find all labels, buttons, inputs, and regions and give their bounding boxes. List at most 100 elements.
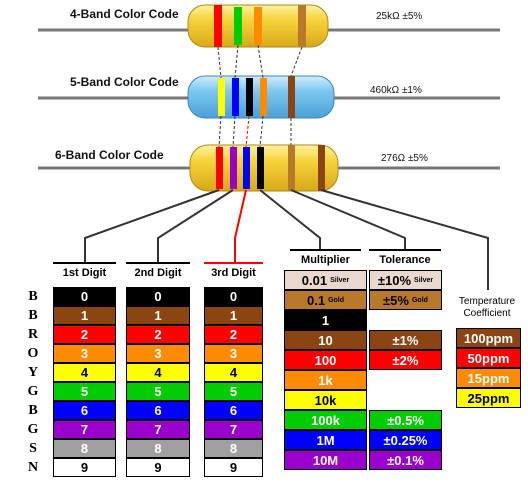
color-letter-yellow: Y [27, 365, 39, 380]
cell-label: ±10% [377, 272, 412, 288]
temperature-cell: 50ppm [456, 348, 521, 368]
cell-label: 9 [229, 460, 238, 475]
cell-label: ±0.1% [387, 452, 424, 468]
color-letter-green: G [27, 384, 39, 399]
color-letter-silver: S [29, 441, 37, 456]
digit-cell-2: 2 [204, 325, 263, 344]
band-violet [230, 147, 237, 189]
cell-label: 6 [154, 403, 162, 418]
multiplier-cell: 1 [284, 310, 367, 330]
digit-cell-8: 8 [53, 439, 116, 458]
cell-label: 3 [229, 346, 238, 361]
multiplier-cell: 10M [284, 450, 367, 470]
header-underlines [53, 249, 441, 264]
header-temperature-coefficient: Temperature Coefficient [449, 296, 525, 320]
cell-label: 2 [80, 327, 89, 342]
band-gold [288, 145, 295, 191]
resistor-4-band: 4-Band Color Code 25kΩ ±5% [38, 4, 500, 48]
cell-label: 0.01 [301, 272, 328, 288]
cell-label: 100ppm [463, 330, 514, 346]
cell-label: 8 [229, 441, 238, 456]
color-letter-blue: B [28, 403, 38, 418]
cell-label: 2 [229, 327, 238, 342]
multiplier-cell: 100 [284, 350, 367, 370]
header-multiplier: Multiplier [301, 254, 350, 266]
band-gold [298, 5, 306, 47]
digit-cell-1: 1 [204, 306, 263, 325]
digit-cell-8: 8 [126, 439, 190, 458]
band-blue [243, 147, 250, 189]
digit-cell-5: 5 [204, 382, 263, 401]
cell-label: 4 [80, 365, 89, 380]
cell-label: 1 [321, 312, 330, 328]
digit-cell-6: 6 [126, 401, 190, 420]
cell-label: 9 [80, 460, 89, 475]
cell-label: 0.1 [306, 292, 326, 308]
band-black [257, 147, 264, 189]
cell-label: 7 [80, 422, 89, 437]
cell-label: 25ppm [467, 390, 510, 406]
cell-label: 6 [229, 403, 238, 418]
cell-label: ±1% [392, 332, 419, 348]
header-tolerance: Tolerance [379, 254, 431, 266]
cell-label: ±0.5% [387, 412, 424, 428]
header-3rd-digit: 3rd Digit [211, 267, 256, 279]
digit-cell-3: 3 [126, 344, 190, 363]
band-red [216, 147, 223, 189]
header-1st-digit: 1st Digit [62, 267, 107, 279]
cell-label: 5 [154, 384, 162, 399]
tolerance-cell: ±2% [369, 350, 442, 370]
band-value-5: 460kΩ ±1% [370, 85, 422, 96]
band-value-6: 276Ω ±5% [381, 153, 428, 164]
multiplier-cell: 10 [284, 330, 367, 350]
cell-label: 4 [154, 365, 162, 380]
digit-cell-9: 9 [204, 458, 263, 477]
cell-label: 1k [318, 372, 333, 388]
cell-label: 1M [316, 432, 335, 448]
cell-label: 8 [154, 441, 162, 456]
band-value-4: 25kΩ ±5% [376, 11, 422, 22]
band-title-5: 5-Band Color Code [70, 75, 179, 89]
cell-label: 3 [154, 346, 162, 361]
color-letter-n: N [27, 460, 39, 475]
tolerance-cell: ±5%Gold [369, 290, 442, 310]
header-temperature-line1: Temperature [458, 296, 516, 307]
resistor-6-band: 6-Band Color Code 276Ω ±5% [38, 144, 500, 192]
cell-label: 9 [154, 460, 162, 475]
band-title-6: 6-Band Color Code [55, 148, 164, 162]
band-orange [254, 7, 262, 45]
tolerance-cell: ±10%Silver [369, 270, 442, 290]
cell-label: 1 [154, 308, 162, 323]
tolerance-cell: ±0.1% [369, 450, 442, 470]
digit-cell-6: 6 [53, 401, 116, 420]
band-black [246, 78, 253, 116]
cell-label: 0 [80, 289, 89, 304]
multiplier-cell: 10k [284, 390, 367, 410]
cell-label: 15ppm [467, 370, 510, 386]
cell-label: ±0.25% [383, 432, 428, 448]
digit-cell-1: 1 [53, 306, 116, 325]
multiplier-cell: 100k [284, 410, 367, 430]
digit-cell-8: 8 [204, 439, 263, 458]
band-red [214, 5, 222, 47]
multiplier-cell: 1M [284, 430, 367, 450]
band-brown [288, 76, 295, 118]
band-orange [260, 78, 267, 116]
digit-cell-5: 5 [126, 382, 190, 401]
cell-note: Gold [328, 296, 345, 304]
cell-label: 10 [318, 332, 333, 348]
digit-cell-4: 4 [204, 363, 263, 382]
cell-note: Silver [414, 276, 434, 284]
band-brown [318, 145, 325, 191]
tolerance-cell: ±0.25% [369, 430, 442, 450]
digit-cell-2: 2 [53, 325, 116, 344]
resistor-5-band: 5-Band Color Code 460kΩ ±1% [38, 75, 500, 119]
color-letter-red: R [27, 327, 39, 342]
temperature-cell: 25ppm [456, 388, 521, 408]
cell-label: 4 [229, 365, 238, 380]
color-letter-grey: G [27, 422, 39, 437]
digit-cell-7: 7 [53, 420, 116, 439]
cell-label: 10k [314, 392, 337, 408]
